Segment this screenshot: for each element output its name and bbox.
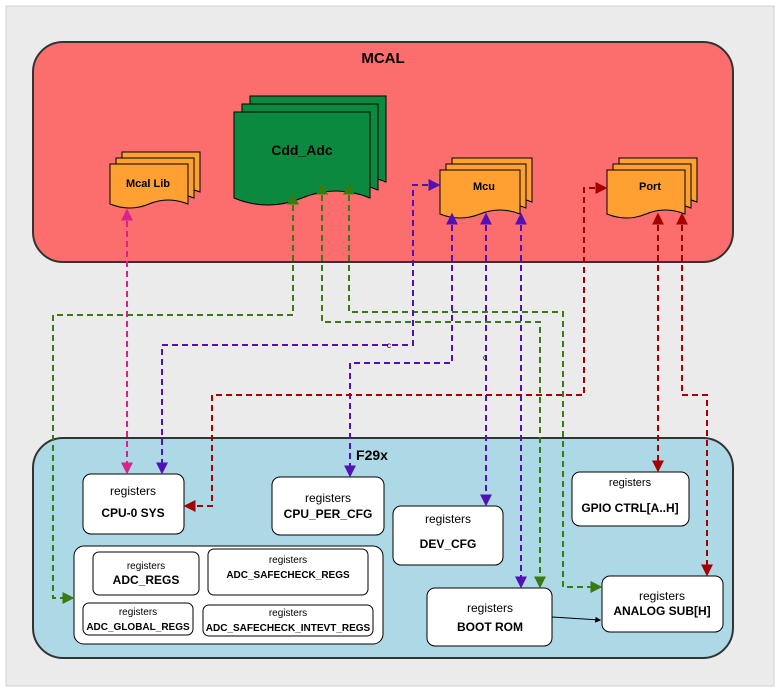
register-caption: registers xyxy=(119,607,157,618)
register-block-gpio-ctrl[interactable]: registers GPIO CTRL[A..H] xyxy=(571,471,690,527)
register-caption: registers xyxy=(110,484,156,498)
register-name: ADC_SAFECHECK_INTEVT_REGS xyxy=(206,623,371,634)
register-caption: registers xyxy=(269,608,307,619)
register-block-cpu0-sys[interactable]: registers CPU-0 SYS xyxy=(82,473,185,535)
register-block-cpu-per-cfg[interactable]: registers CPU_PER_CFG xyxy=(271,476,385,536)
register-block-dev-cfg[interactable]: registers DEV_CFG xyxy=(392,505,504,566)
register-name: ANALOG SUB[H] xyxy=(613,604,710,618)
module-mcal-lib[interactable]: Mcal Lib xyxy=(109,151,201,209)
register-block-adc-safecheck[interactable]: registers ADC_SAFECHECK_REGS xyxy=(207,548,369,596)
connector-port-analog xyxy=(676,212,713,577)
register-block-boot-rom[interactable]: registers BOOT ROM xyxy=(426,587,553,647)
register-caption: registers xyxy=(425,512,471,526)
mcal-title: MCAL xyxy=(361,50,404,67)
register-name: CPU_PER_CFG xyxy=(284,507,373,521)
f29x-title: F29x xyxy=(356,447,388,463)
register-name: ADC_SAFECHECK_REGS xyxy=(226,570,350,581)
register-caption: registers xyxy=(127,561,165,572)
register-name: ADC_GLOBAL_REGS xyxy=(86,622,190,633)
register-caption: registers xyxy=(639,589,685,603)
module-port[interactable]: Port xyxy=(606,157,698,219)
register-caption: registers xyxy=(609,477,652,489)
register-name: DEV_CFG xyxy=(420,537,477,551)
adc-register-group: registers ADC_REGS registers ADC_SAFECHE… xyxy=(73,545,384,645)
connector-label: c xyxy=(483,353,487,362)
register-name: CPU-0 SYS xyxy=(101,506,164,520)
module-label-cdd-adc: Cdd_Adc xyxy=(271,142,333,158)
module-label-port: Port xyxy=(639,181,661,193)
register-name: ADC_REGS xyxy=(113,573,180,587)
register-caption: registers xyxy=(305,491,351,505)
connector-port-cpu0 xyxy=(183,182,608,512)
module-label-mcal-lib: Mcal Lib xyxy=(126,178,170,190)
register-block-analog-sub[interactable]: registers ANALOG SUB[H] xyxy=(601,575,724,633)
register-block-adc-safecheck-intevt[interactable]: registers ADC_SAFECHECK_INTEVT_REGS xyxy=(202,604,374,637)
module-label-mcu: Mcu xyxy=(473,181,495,193)
register-name: BOOT ROM xyxy=(457,620,523,634)
register-block-adc-regs[interactable]: registers ADC_REGS xyxy=(92,551,200,596)
register-name: GPIO CTRL[A..H] xyxy=(581,501,678,515)
register-block-adc-global[interactable]: registers ADC_GLOBAL_REGS xyxy=(82,602,194,636)
module-mcu[interactable]: Mcu xyxy=(439,157,533,219)
register-caption: registers xyxy=(467,601,513,615)
module-cdd-adc[interactable]: Cdd_Adc xyxy=(233,95,387,206)
connector-label: c xyxy=(387,341,391,350)
connector-bootrom-analog xyxy=(551,616,602,623)
register-caption: registers xyxy=(269,555,307,566)
